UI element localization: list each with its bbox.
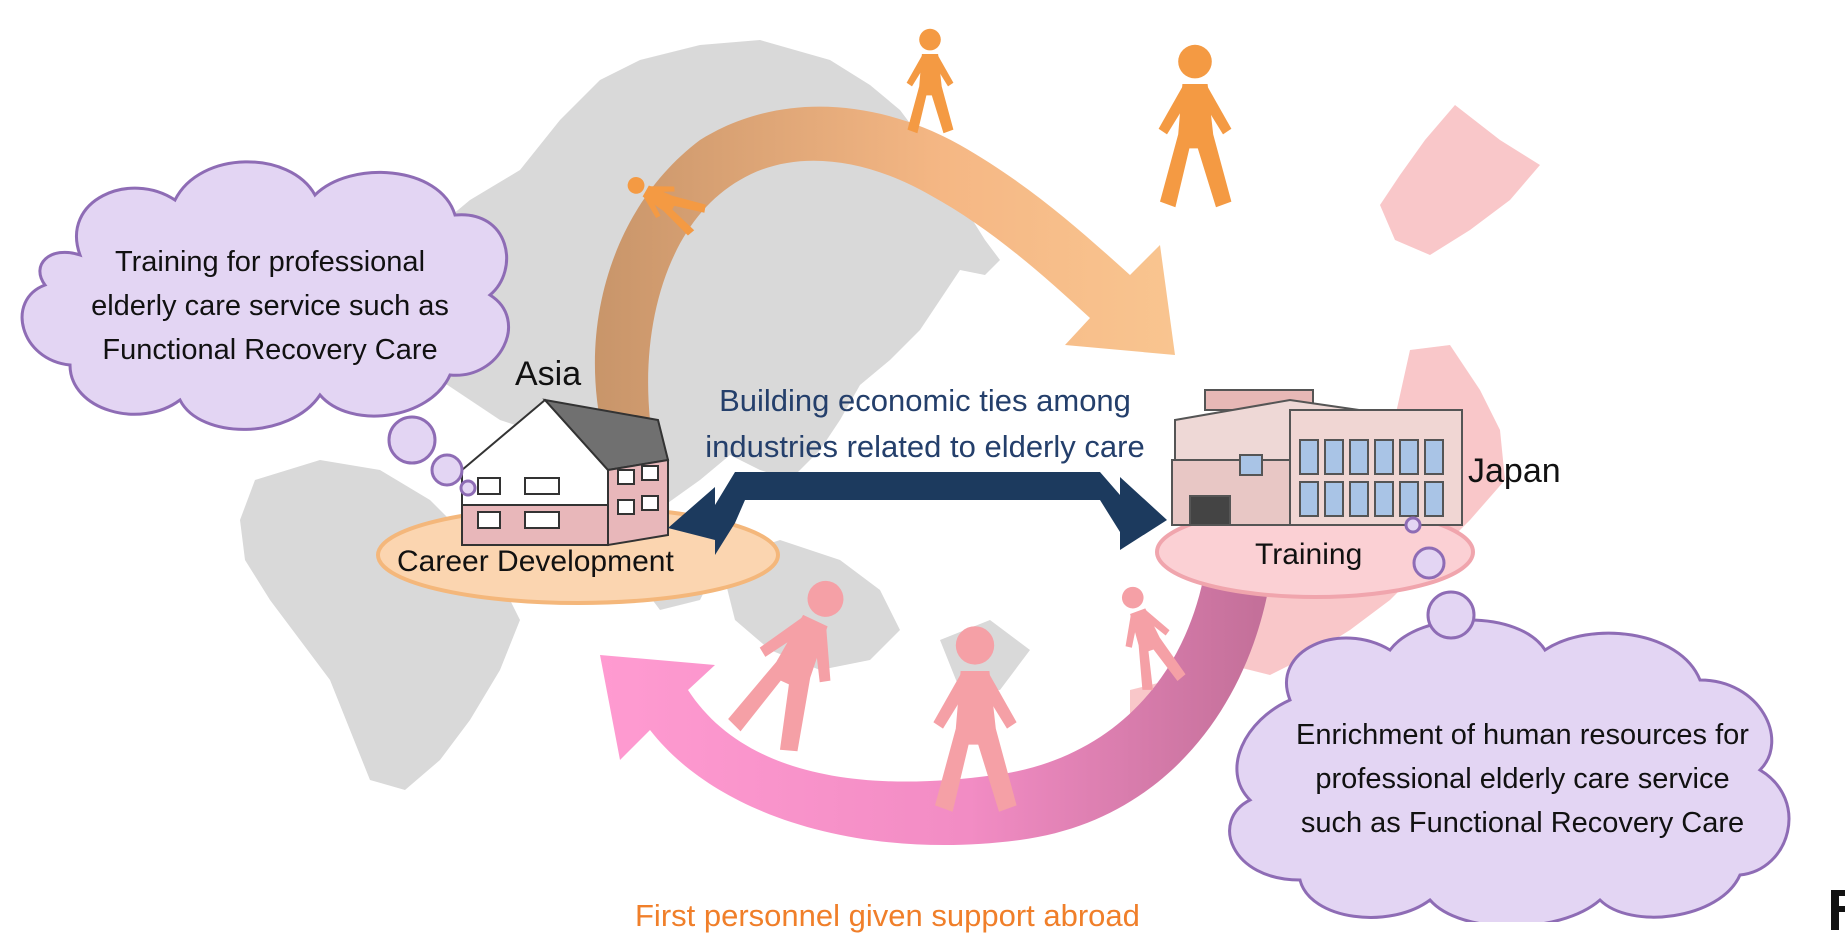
cloud-left-line: Training for professional	[114, 246, 426, 278]
hokkaido	[1380, 105, 1540, 255]
footer-text: First personnel given support abroad	[635, 898, 1140, 933]
cloud-left-line: Functional Recovery Care	[102, 334, 438, 366]
arrow-to-asia	[600, 570, 1270, 846]
cloud-right-text: Enrichment of human resources for profes…	[1250, 713, 1795, 845]
training-label: Training	[1255, 538, 1363, 571]
corner-logo	[1831, 890, 1845, 930]
arrow-to-japan	[594, 106, 1175, 420]
cloud-right-line: such as Functional Recovery Care	[1300, 807, 1745, 839]
economic-ties-line: Building economic ties among	[719, 383, 1131, 418]
office-building-icon	[1171, 389, 1463, 526]
house-icon	[461, 398, 670, 547]
economic-ties-label: Building economic ties among industries …	[655, 378, 1195, 470]
economic-ties-line: industries related to elderly care	[705, 429, 1145, 464]
japan-label: Japan	[1468, 452, 1561, 490]
asia-label: Asia	[515, 355, 582, 393]
cloud-right-line: Enrichment of human resources for	[1296, 719, 1749, 751]
cloud-left	[20, 160, 510, 497]
cloud-right-line: professional elderly care service	[1315, 763, 1730, 795]
cloud-left-line: elderly care service such as	[91, 290, 449, 322]
career-development-label: Career Development	[397, 545, 674, 578]
cloud-right	[1228, 516, 1791, 922]
cloud-left-text: Training for professional elderly care s…	[45, 240, 495, 372]
economic-ties-arrow	[668, 472, 1167, 555]
